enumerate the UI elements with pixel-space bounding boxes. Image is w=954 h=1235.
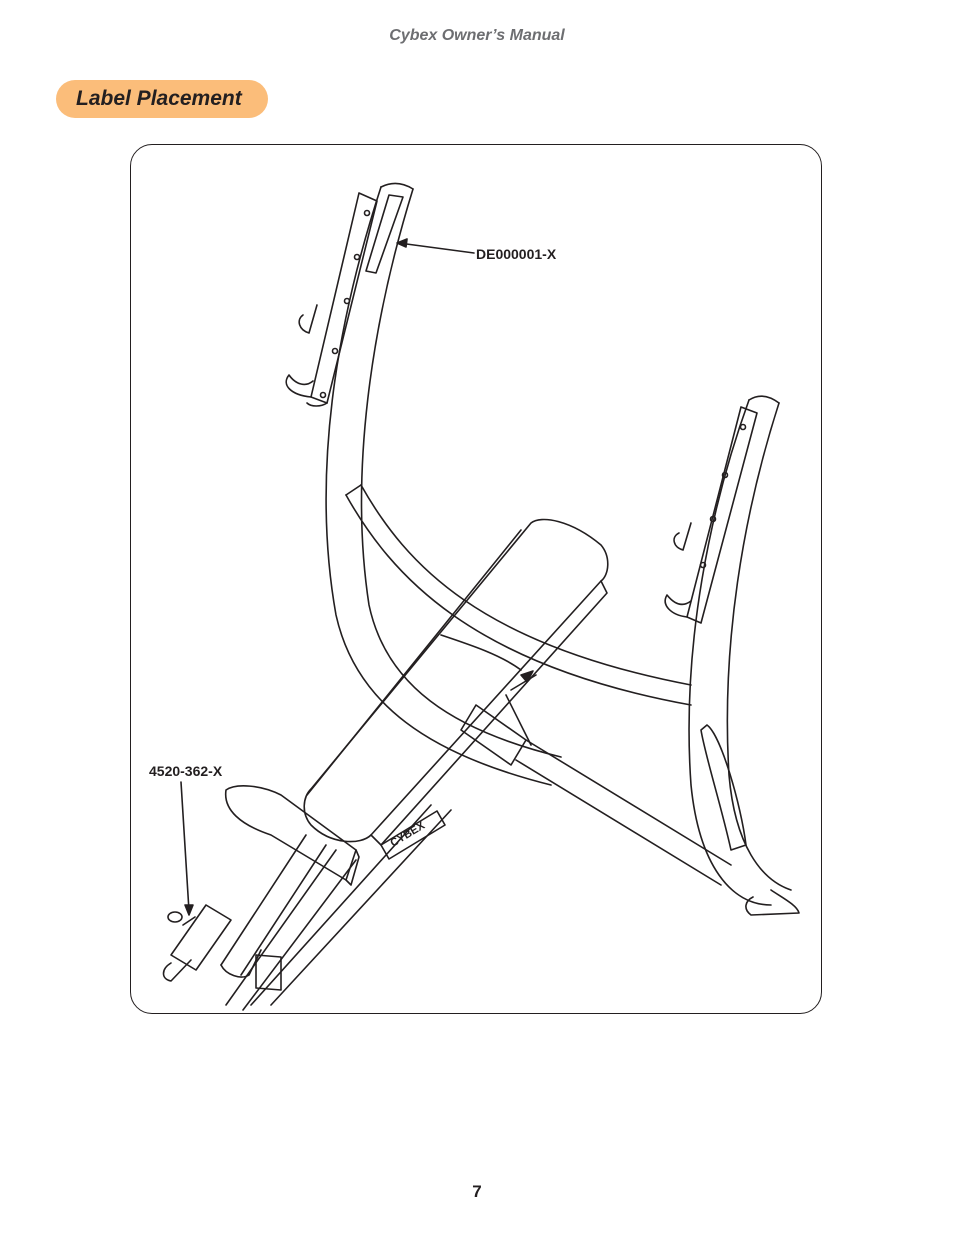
callout-label-top: DE000001-X (476, 246, 557, 262)
seat-support (460, 694, 532, 766)
callout-arrows (180, 238, 537, 916)
cybex-logo-plate (380, 810, 446, 860)
section-title: Label Placement (76, 87, 242, 110)
section-title-pill: Label Placement (56, 80, 268, 118)
cybex-logo: CYBEX (388, 819, 427, 849)
manual-header: Cybex Owner’s Manual (389, 27, 565, 44)
page-number: 7 (472, 1182, 482, 1201)
backrest-pad (303, 518, 609, 846)
label-placement-figure: CYBEX DE000001-X 4520-362-X (130, 144, 822, 1014)
callout-label-bottom: 4520-362-X (149, 763, 223, 779)
bench-line-drawing: CYBEX (162, 182, 800, 1011)
seat-pad (224, 785, 360, 886)
left-upright (285, 182, 562, 786)
foot-rails (162, 834, 357, 1011)
right-upright (664, 395, 800, 916)
base-frame (250, 739, 732, 1006)
